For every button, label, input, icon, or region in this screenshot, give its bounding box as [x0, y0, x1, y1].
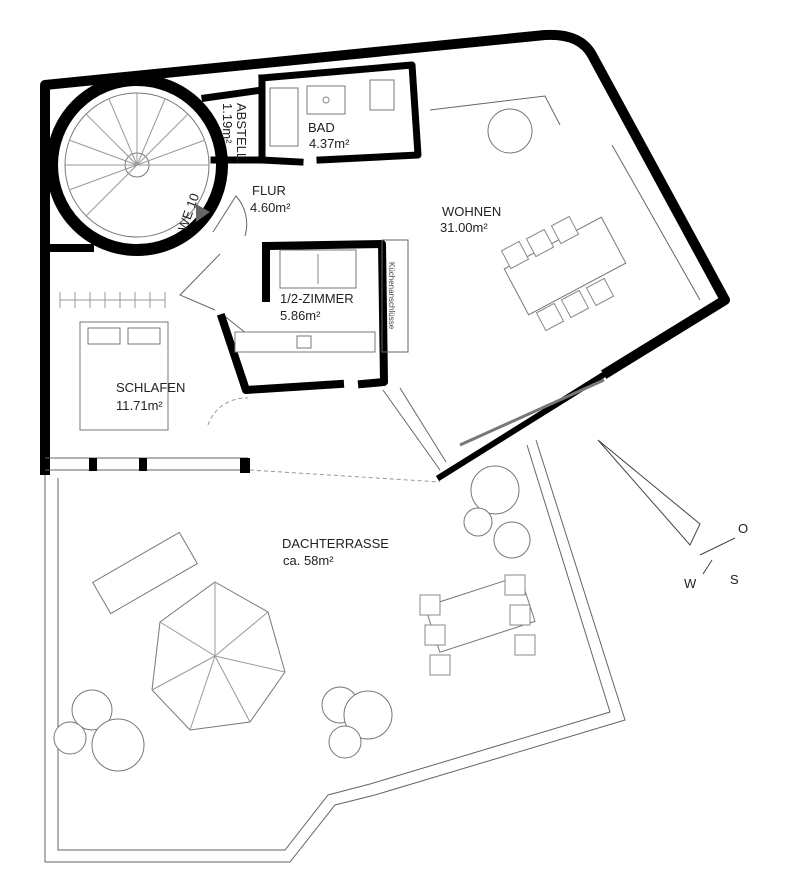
stair-outer-wall — [46, 74, 228, 256]
pillow-left — [87, 327, 121, 345]
wall-pier-2 — [139, 458, 147, 471]
bad-name: BAD — [308, 120, 335, 135]
dachterrasse-area: ca. 58m² — [283, 553, 334, 568]
terrace-door[interactable] — [382, 387, 447, 471]
exterior-wall — [40, 29, 730, 475]
plant-group-3 — [53, 689, 145, 772]
bad-walls — [258, 61, 422, 166]
pillow-right — [127, 327, 161, 345]
wohnen-interior-line — [429, 95, 701, 301]
abstell-area: 1.19m² — [220, 103, 235, 144]
bedroom-door[interactable] — [179, 253, 221, 311]
kitchen-note: Küchenanschlüsse — [387, 262, 396, 330]
compass-w: W — [684, 576, 697, 591]
compass-o: O — [738, 521, 748, 536]
bathtub — [269, 87, 299, 147]
sun-lounger — [92, 531, 198, 615]
flur-name: FLUR — [252, 183, 286, 198]
zimmer-name: 1/2-ZIMMER — [280, 291, 354, 306]
umbrella — [151, 581, 286, 731]
plant-group-1 — [463, 465, 531, 559]
north-arrow-icon — [597, 439, 701, 546]
zimmer-walls — [216, 240, 388, 394]
shower-drain — [322, 96, 330, 104]
wohnen-area: 31.00m² — [440, 220, 488, 235]
wohnen-name: WOHNEN — [442, 204, 501, 219]
plant-group-2 — [321, 686, 393, 759]
stair-arrow-icon — [196, 204, 210, 222]
zimmer-area: 5.86m² — [280, 308, 321, 323]
lamp — [487, 108, 533, 154]
terrace-inner-outline — [57, 444, 611, 851]
sink — [369, 79, 395, 111]
kitchen-counter — [381, 239, 409, 353]
dining-table — [503, 216, 627, 316]
umbrella-ribs — [151, 582, 286, 731]
abstell-name: ABSTELL. — [234, 103, 249, 164]
exterior-wall-south — [435, 367, 613, 482]
terrace-chairs — [419, 574, 536, 676]
schlafen-door-swing[interactable] — [207, 397, 249, 426]
bad-area: 4.37m² — [309, 136, 350, 151]
compass-s: S — [730, 572, 739, 587]
dachterrasse-name: DACHTERRASSE — [282, 536, 389, 551]
entry-door[interactable] — [212, 195, 248, 237]
compass-line-ns — [702, 559, 713, 575]
window-band — [459, 378, 605, 447]
shower — [306, 85, 346, 115]
compass-line-ew — [699, 537, 736, 556]
terrace-dashed-line — [249, 469, 441, 483]
wall-pier-1 — [89, 458, 97, 471]
flur-area: 4.60m² — [250, 200, 291, 215]
schlafen-area: 11.71m² — [116, 398, 163, 413]
stair-steps — [65, 93, 209, 217]
terrace-outline — [44, 439, 626, 863]
dining-chairs — [500, 215, 615, 332]
wardrobe — [59, 292, 166, 308]
schlafen-name: SCHLAFEN — [116, 380, 185, 395]
wall-pier-3 — [240, 458, 250, 473]
desk-item — [296, 335, 312, 349]
